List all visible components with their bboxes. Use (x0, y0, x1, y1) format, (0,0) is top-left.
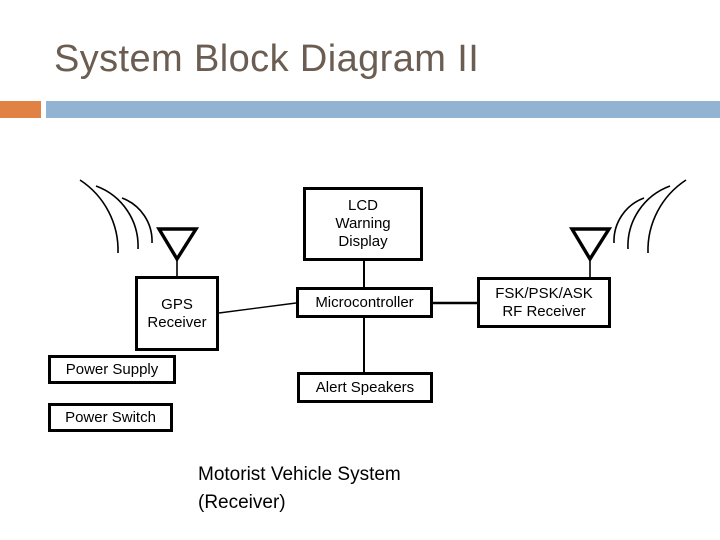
block-gps-receiver[interactable]: GPS Receiver (135, 276, 219, 351)
block-microcontroller[interactable]: Microcontroller (296, 287, 433, 318)
block-label: Power Switch (65, 408, 156, 426)
gps-antenna (79, 179, 200, 277)
block-label: GPS Receiver (147, 295, 207, 331)
block-label: Alert Speakers (315, 378, 415, 396)
block-rf-receiver[interactable]: FSK/PSK/ASK RF Receiver (477, 277, 611, 328)
block-power-switch[interactable]: Power Switch (48, 403, 173, 432)
rf-antenna-dish-icon (568, 227, 613, 263)
rf-antenna-wave-1 (613, 197, 645, 244)
gps-antenna-wave-1 (121, 197, 153, 244)
block-lcd-warning-display[interactable]: LCD Warning Display (303, 187, 423, 261)
connector-gps-to-microcontroller (218, 302, 297, 314)
rf-antenna (568, 179, 687, 278)
block-label: Microcontroller (315, 293, 414, 311)
block-power-supply[interactable]: Power Supply (48, 355, 176, 384)
block-alert-speakers[interactable]: Alert Speakers (297, 372, 433, 403)
diagram-caption: Motorist Vehicle System (Receiver) (198, 464, 401, 513)
block-label: Power Supply (65, 360, 159, 378)
page-title: System Block Diagram II (54, 38, 480, 80)
block-label: LCD Warning Display (335, 197, 391, 250)
gps-antenna-wave-2 (95, 185, 139, 250)
rf-antenna-wave-2 (627, 185, 671, 250)
block-label: FSK/PSK/ASK RF Receiver (495, 284, 593, 320)
rf-antenna-wave-3 (647, 179, 687, 254)
accent-rule-blue (46, 101, 720, 118)
gps-antenna-dish-icon (155, 227, 200, 263)
gps-antenna-wave-3 (79, 179, 119, 254)
accent-rule-orange (0, 101, 41, 118)
